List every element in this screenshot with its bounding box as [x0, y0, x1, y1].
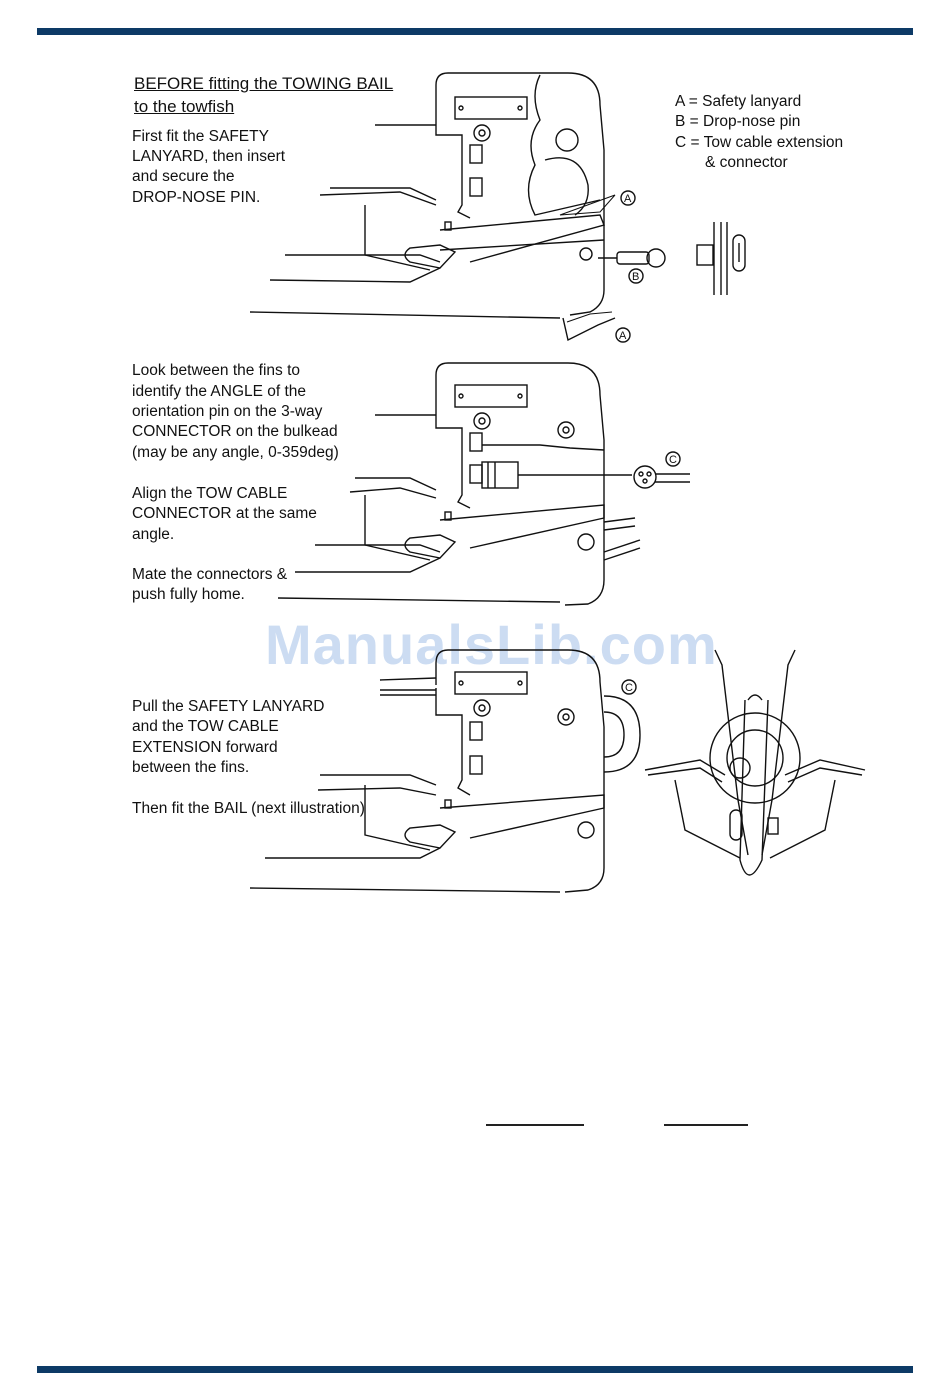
- blank-rule-right: [664, 1124, 748, 1126]
- blank-rule-left: [486, 1124, 584, 1126]
- section1-line-2: LANYARD, then insert: [132, 148, 286, 165]
- legend-c: C = Tow cable extension: [675, 134, 844, 151]
- section1-line-1: First fit the SAFETY: [132, 128, 269, 145]
- callout-b: [628, 268, 644, 284]
- towfish-diagram-1: [249, 72, 746, 342]
- section2-line-4: CONNECTOR on the bulkead: [132, 423, 338, 440]
- section2-line-2: identify the ANGLE of the: [132, 383, 307, 400]
- drop-nose-pin: [616, 251, 650, 265]
- callout-a-top-label: A: [624, 193, 632, 205]
- legend-b: B = Drop-nose pin: [675, 113, 801, 130]
- towfish-diagram-3: [249, 649, 641, 893]
- section3-line-2: and the TOW CABLE: [132, 718, 279, 735]
- section1-line-3: and secure the: [132, 168, 235, 185]
- section3-line-3: EXTENSION forward: [132, 739, 278, 756]
- callout-a-bottom: [615, 327, 631, 343]
- callout-a-top: [620, 190, 636, 206]
- section2-line-5: (may be any angle, 0-359deg): [132, 444, 339, 461]
- section2-line-1: Look between the fins to: [132, 362, 301, 379]
- towfish-diagram-2: [277, 362, 690, 606]
- section2-line-3: orientation pin on the 3-way: [132, 403, 323, 420]
- callout-c-bottom: [621, 679, 637, 695]
- section3-line-1: Pull the SAFETY LANYARD: [132, 698, 325, 715]
- section2-line-7: CONNECTOR at the same: [132, 505, 317, 522]
- callout-b-label: B: [632, 271, 640, 283]
- nameplate-1: [454, 96, 528, 120]
- footer-rule: [37, 1366, 913, 1373]
- towfish-front-view: [644, 649, 866, 876]
- section3-line-4: between the fins.: [132, 759, 250, 776]
- section2-line-9: Mate the connectors &: [132, 566, 288, 583]
- watermark: ManualsLib.com: [265, 613, 718, 676]
- section1-line-4: DROP-NOSE PIN.: [132, 189, 261, 206]
- callout-c-middle: [665, 451, 681, 467]
- section2-line-8: angle.: [132, 526, 175, 543]
- legend-c-continued: & connector: [705, 154, 788, 171]
- section2-line-10: push fully home.: [132, 586, 245, 603]
- legend-a: A = Safety lanyard: [675, 93, 802, 110]
- section3-line-5: Then fit the BAIL (next illustration): [132, 800, 365, 817]
- callout-c-middle-label: C: [669, 454, 677, 466]
- section2-line-6: Align the TOW CABLE: [132, 485, 288, 502]
- header-rule: [37, 28, 913, 35]
- callout-a-bottom-label: A: [619, 330, 627, 342]
- section1-heading-line1: BEFORE fitting the TOWING BAIL: [134, 74, 394, 93]
- section1-heading-line2: to the towfish: [134, 97, 235, 116]
- callout-c-bottom-label: C: [625, 682, 633, 694]
